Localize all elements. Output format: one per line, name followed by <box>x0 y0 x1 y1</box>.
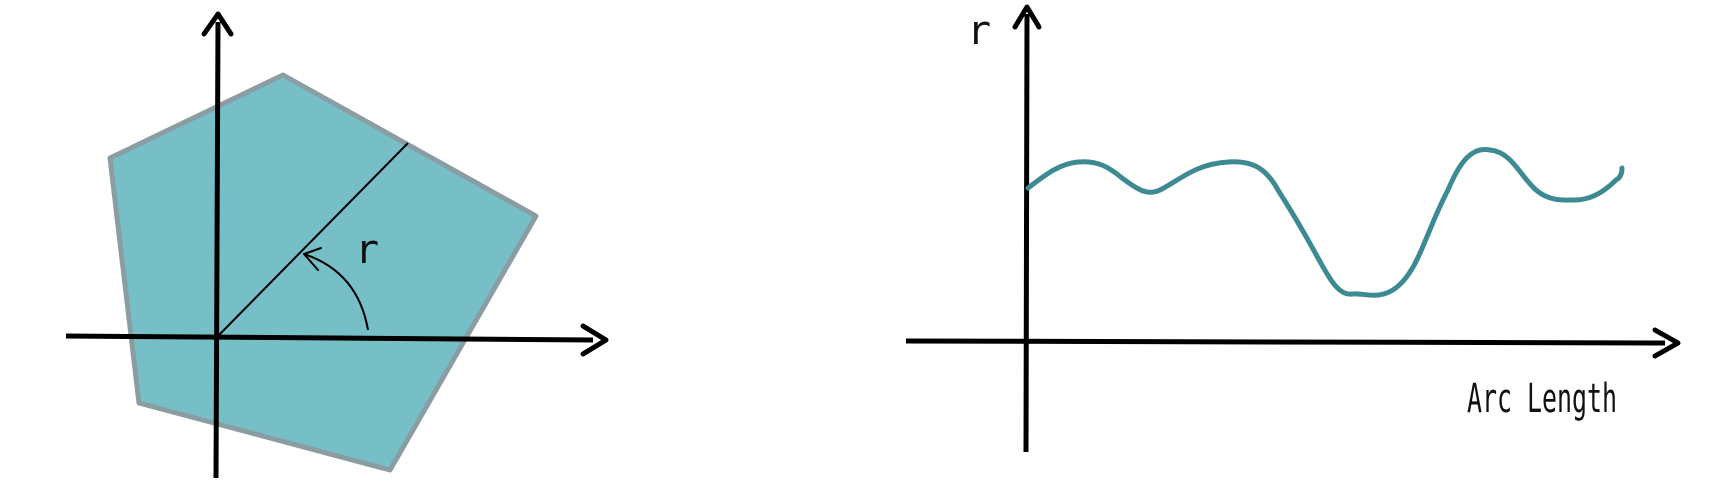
angle-arc-arrowhead <box>303 247 322 271</box>
right-y-axis <box>1023 13 1030 453</box>
angle-arc <box>303 253 369 331</box>
right-y-axis-arrowhead <box>1012 4 1042 30</box>
right-diagram: r Arc Length <box>905 4 1681 453</box>
left-x-axis-arrowhead <box>580 323 609 357</box>
left-diagram: r <box>65 11 609 479</box>
right-x-axis <box>905 338 1666 346</box>
x-axis-label: Arc Length <box>1467 376 1617 422</box>
radius-label: r <box>355 227 379 273</box>
y-axis-label: r <box>967 8 991 54</box>
left-y-axis <box>213 21 221 479</box>
pentagon-shape <box>107 72 539 473</box>
left-y-axis-arrowhead <box>201 11 234 37</box>
right-x-axis-arrowhead <box>1652 327 1681 359</box>
left-x-axis <box>65 333 594 343</box>
radius-line <box>217 142 409 337</box>
radius-vs-arc-length-curve <box>1025 147 1625 298</box>
